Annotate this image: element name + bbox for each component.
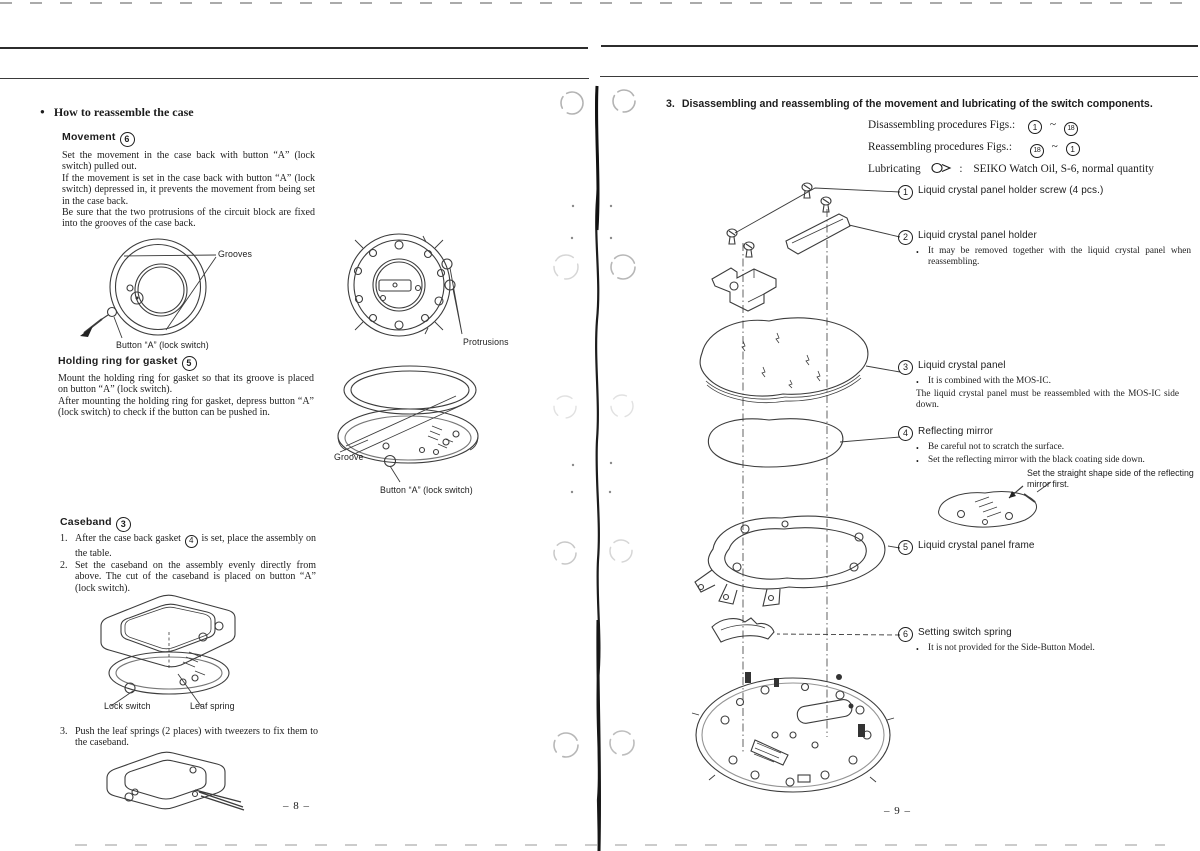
right-section-heading: 3. Disassembling and reassembling of the … bbox=[666, 98, 1153, 110]
fig-item-6-label: Setting switch spring bbox=[918, 627, 1012, 638]
holding-ring-p2: After mounting the holding ring for gask… bbox=[58, 395, 314, 419]
holding-ring-paragraphs: Mount the holding ring for gasket so tha… bbox=[58, 373, 314, 419]
right-page-number: – 9 – bbox=[884, 805, 911, 817]
fig-item-3-number: 3 bbox=[898, 360, 913, 375]
lubricating-value: SEIKO Watch Oil, S-6, normal quantity bbox=[973, 163, 1154, 175]
fig-num-from: 1 bbox=[1028, 120, 1042, 135]
movement-caseback-diagram bbox=[80, 238, 217, 339]
mirror-inset-diagram bbox=[938, 481, 1052, 528]
caseband-item-2-number: 2. bbox=[60, 559, 68, 571]
fig-item-1: 1 Liquid crystal panel holder screw (4 p… bbox=[898, 185, 1198, 200]
lubricating-line: Lubricating : SEIKO Watch Oil, S-6, norm… bbox=[868, 162, 1154, 175]
leaf-spring-label: Leaf spring bbox=[190, 701, 235, 711]
fig-item-4-note-1: Be careful not to scratch the surface. bbox=[928, 442, 1065, 452]
scan-edge-top bbox=[0, 2, 1200, 4]
right-page-top-rule-2 bbox=[600, 76, 1198, 77]
caseband-fig-number: 3 bbox=[115, 517, 131, 532]
fig-item-4-number: 4 bbox=[898, 426, 913, 441]
caseband-title: Caseband bbox=[60, 516, 112, 528]
movement-title: Movement bbox=[62, 131, 116, 143]
caseband-item-1-text: After the case back gasket 4 is set, pla… bbox=[75, 533, 317, 559]
fig-item-4-note-2: Set the reflecting mirror with the black… bbox=[928, 455, 1145, 466]
fig-item-2-note-1: It may be removed together with the liqu… bbox=[928, 246, 1191, 268]
movement-button-a-label: Button “A” (lock switch) bbox=[116, 340, 209, 350]
left-section-heading: ● How to reassemble the case bbox=[40, 105, 194, 120]
leaf-spring-tweezers-diagram bbox=[106, 751, 245, 811]
right-heading-number: 3. bbox=[666, 98, 675, 110]
fig-item-2-label: Liquid crystal panel holder bbox=[918, 230, 1037, 241]
disassembling-procedures-line: Disassembling procedures Figs.: 1 ~ 18 bbox=[868, 119, 1080, 136]
reassembling-procedures-line: Reassembling procedures Figs.: 18 ~ 1 bbox=[868, 141, 1082, 158]
lock-switch-label: Lock switch bbox=[104, 701, 151, 711]
caseband-list: 1. After the case back gasket 4 is set, … bbox=[60, 533, 316, 595]
fig-item-3-label: Liquid crystal panel bbox=[918, 360, 1006, 371]
movement-paragraphs: Set the movement in the case back with b… bbox=[62, 150, 315, 230]
fig-item-3-note-2: The liquid crystal panel must be reassem… bbox=[916, 389, 1179, 411]
fig-item-4: 4 Reflecting mirror • Be careful not to … bbox=[898, 426, 1198, 467]
oil-symbol-icon bbox=[930, 162, 951, 174]
caseback-top-view-diagram bbox=[347, 233, 463, 337]
movement-fig-number: 6 bbox=[119, 132, 135, 147]
groove-label: Groove bbox=[334, 452, 364, 462]
caseband-assembly-diagram bbox=[100, 594, 236, 707]
fig-item-1-label: Liquid crystal panel holder screw (4 pcs… bbox=[918, 185, 1104, 196]
movement-p3: Be sure that the two protrusions of the … bbox=[62, 207, 315, 230]
right-heading-text: Disassembling and reassembling of the mo… bbox=[681, 98, 1153, 110]
fig-item-6-number: 6 bbox=[898, 627, 913, 642]
caseband-item-3-number: 3. bbox=[60, 726, 68, 737]
left-page-top-rule-2 bbox=[0, 78, 589, 79]
fig-item-5: 5 Liquid crystal panel frame bbox=[898, 540, 1198, 555]
right-page-top-rule-1 bbox=[601, 45, 1198, 47]
fig-item-6: 6 Setting switch spring • It is not prov… bbox=[898, 627, 1198, 655]
caseband-item-3-text: Push the leaf springs (2 places) with tw… bbox=[75, 726, 318, 749]
inset-note: Set the straight shape side of the refle… bbox=[1027, 468, 1194, 489]
protrusions-label: Protrusions bbox=[463, 337, 509, 347]
section-bullet: ● bbox=[40, 107, 45, 116]
fig-item-3: 3 Liquid crystal panel • It is combined … bbox=[898, 360, 1198, 412]
movement-p1: Set the movement in the case back with b… bbox=[62, 150, 315, 173]
gasket-fig-number: 4 bbox=[184, 534, 198, 548]
caseband-item-2-text: Set the caseband on the assembly evenly … bbox=[75, 559, 316, 594]
screw-glyphs bbox=[726, 182, 832, 258]
fig-item-3-note-1: It is combined with the MOS-IC. bbox=[928, 376, 1051, 386]
fig-item-2: 2 Liquid crystal panel holder • It may b… bbox=[898, 230, 1198, 268]
fig-item-5-number: 5 bbox=[898, 540, 913, 555]
holding-ring-title: Holding ring for gasket bbox=[58, 355, 178, 367]
caseband-item-1: 1. After the case back gasket 4 is set, … bbox=[60, 533, 316, 559]
grooves-label: Grooves bbox=[218, 249, 252, 259]
fig-item-4-label: Reflecting mirror bbox=[918, 426, 994, 437]
holding-ring-caseback-diagram bbox=[337, 365, 479, 483]
left-page-top-rule-1 bbox=[0, 47, 588, 49]
exploded-view-diagram bbox=[691, 182, 901, 793]
fig-item-2-number: 2 bbox=[898, 230, 913, 245]
caseband-item-2: 2. Set the caseband on the assembly even… bbox=[60, 560, 316, 594]
holding-ring-p1: Mount the holding ring for gasket so tha… bbox=[58, 373, 314, 396]
fig-item-1-number: 1 bbox=[898, 185, 913, 200]
left-page-number: – 8 – bbox=[283, 800, 310, 812]
fig-item-6-note-1: It is not provided for the Side-Button M… bbox=[928, 643, 1095, 653]
scan-edge-bottom bbox=[75, 844, 1165, 846]
movement-p2: If the movement is set in the case back … bbox=[62, 172, 315, 207]
fig-num-to: 18 bbox=[1063, 121, 1078, 136]
caseback-button-a-label: Button “A” (lock switch) bbox=[380, 485, 473, 495]
fig-item-5-label: Liquid crystal panel frame bbox=[918, 540, 1035, 551]
holding-ring-fig-number: 5 bbox=[181, 356, 197, 371]
caseband-item-1-number: 1. bbox=[60, 533, 68, 544]
caseband-item-3: 3. Push the leaf springs (2 places) with… bbox=[60, 726, 318, 750]
left-heading-text: How to reassemble the case bbox=[53, 105, 194, 119]
